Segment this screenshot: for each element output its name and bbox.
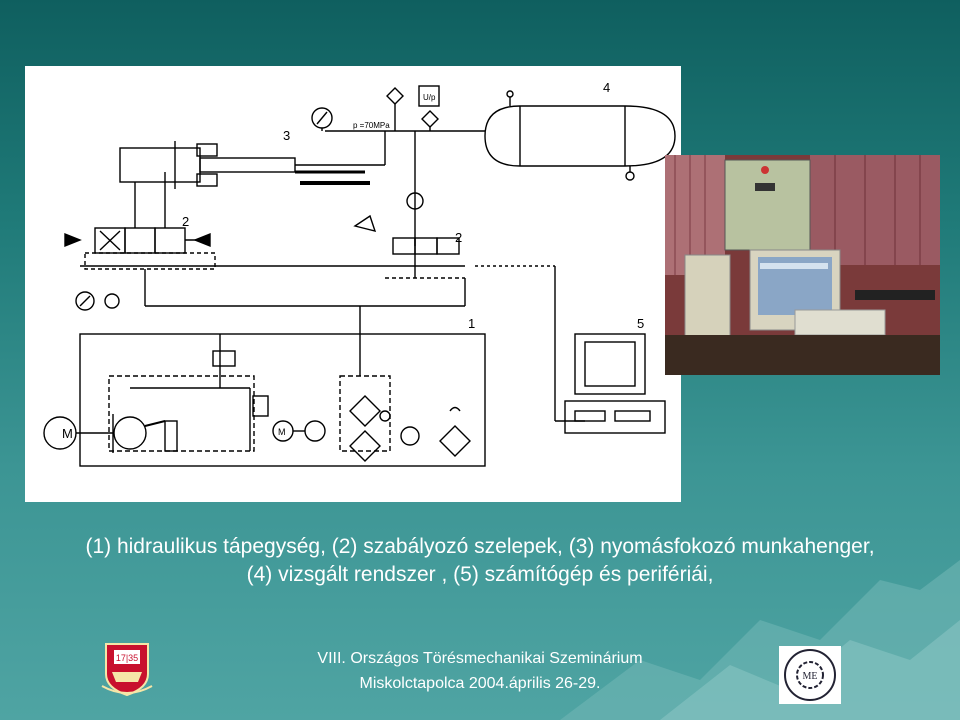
footer-line-2: Miskolctapolca 2004.április 26-29.: [359, 675, 601, 692]
label-4: 4: [603, 80, 610, 95]
footer: VIII. Országos Törésmechanikai Szeminári…: [250, 646, 710, 696]
lab-photo: [665, 155, 940, 375]
caption-line-1: (1) hidraulikus tápegység, (2) szabályoz…: [85, 535, 875, 558]
motor-label: M: [62, 426, 73, 441]
department-seal-logo: ME: [779, 646, 841, 704]
caption: (1) hidraulikus tápegység, (2) szabályoz…: [30, 533, 930, 589]
motor-small-label: M: [278, 427, 286, 437]
label-5: 5: [637, 316, 644, 331]
hydraulic-schematic: M M p =70MPa U/p 3 4 2 2 1 5: [25, 66, 681, 502]
caption-line-2: (4) vizsgált rendszer , (5) számítógép é…: [246, 563, 714, 586]
footer-line-1: VIII. Országos Törésmechanikai Szeminári…: [317, 650, 643, 667]
seal-text: ME: [803, 671, 818, 682]
crest-year: 17|35: [116, 653, 138, 663]
label-2b: 2: [455, 230, 462, 245]
label-2a: 2: [182, 214, 189, 229]
university-crest-logo: 17|35: [101, 643, 153, 697]
label-3: 3: [283, 128, 290, 143]
label-1: 1: [468, 316, 475, 331]
sensor-label: U/p: [423, 93, 436, 102]
pressure-text: p =70MPa: [353, 121, 390, 130]
